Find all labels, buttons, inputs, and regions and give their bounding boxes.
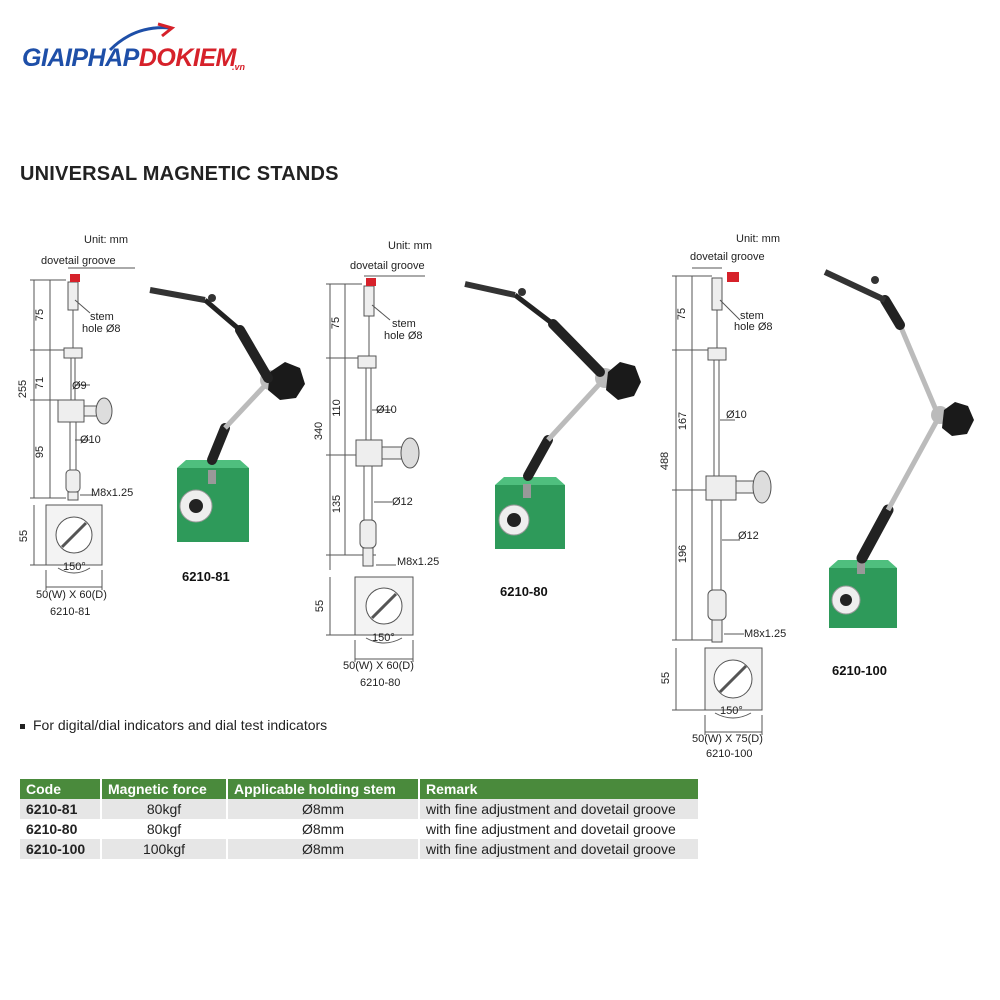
cell-remark: with fine adjustment and dovetail groove (419, 799, 700, 819)
unit-label: Unit: mm (388, 240, 432, 252)
dia-lower: Ø12 (738, 530, 759, 542)
col-header-holding-stem: Applicable holding stem (227, 779, 420, 799)
table-row: 6210-100 100kgf Ø8mm with fine adjustmen… (20, 839, 700, 859)
feature-bullet: For digital/dial indicators and dial tes… (20, 717, 327, 733)
cell-magnetic-force: 80kgf (101, 799, 228, 819)
dia-lower: Ø10 (80, 434, 101, 446)
product-code-6210-80: 6210-80 (500, 584, 548, 599)
table-row: 6210-80 80kgf Ø8mm with fine adjustment … (20, 819, 700, 839)
table-row: 6210-81 80kgf Ø8mm with fine adjustment … (20, 799, 700, 819)
col-header-magnetic-force: Magnetic force (101, 779, 228, 799)
cell-code: 6210-100 (20, 839, 102, 859)
logo-text: GIAIPHAPDOKIEM (22, 44, 236, 72)
size-label: 50(W) X 75(D) (692, 733, 763, 745)
stem-label: stem (392, 318, 416, 330)
stem-label: stem (90, 311, 114, 323)
dia-upper: Ø10 (726, 409, 747, 421)
angle-label: 150° (720, 705, 743, 717)
thread-label: M8x1.25 (91, 487, 134, 499)
hole-label: hole Ø8 (384, 330, 423, 342)
product-code-6210-81: 6210-81 (182, 569, 230, 584)
spec-table: Code Magnetic force Applicable holding s… (20, 779, 700, 859)
dovetail-label: dovetail groove (690, 251, 765, 263)
cell-holding-stem: Ø8mm (227, 799, 420, 819)
dovetail-label: dovetail groove (350, 260, 425, 272)
drawing-code-label: 6210-80 (360, 677, 401, 689)
logo-swoosh-icon (108, 22, 176, 52)
cell-code: 6210-80 (20, 819, 102, 839)
thread-label: M8x1.25 (397, 556, 440, 568)
logo[interactable]: GIAIPHAPDOKIEM (22, 44, 236, 73)
hole-label: hole Ø8 (734, 321, 773, 333)
angle-label: 150° (372, 632, 395, 644)
unit-label: Unit: mm (736, 233, 780, 245)
page-title: UNIVERSAL MAGNETIC STANDS (20, 163, 339, 185)
cell-holding-stem: Ø8mm (227, 819, 420, 839)
product-code-6210-100: 6210-100 (832, 663, 887, 678)
logo-suffix: .vn (232, 62, 246, 72)
cell-holding-stem: Ø8mm (227, 839, 420, 859)
drawing-code-label: 6210-81 (50, 606, 91, 618)
thread-label: M8x1.25 (744, 628, 787, 640)
cell-remark: with fine adjustment and dovetail groove (419, 839, 700, 859)
cell-code: 6210-81 (20, 799, 102, 819)
stem-label: stem (740, 310, 764, 322)
dia-lower: Ø12 (392, 496, 413, 508)
feature-bullet-text: For digital/dial indicators and dial tes… (33, 717, 328, 733)
dia-upper: Ø9 (72, 380, 87, 392)
hole-label: hole Ø8 (82, 323, 121, 335)
table-header-row: Code Magnetic force Applicable holding s… (20, 779, 700, 799)
dia-upper: Ø10 (376, 404, 397, 416)
cell-remark: with fine adjustment and dovetail groove (419, 819, 700, 839)
angle-label: 150° (63, 561, 86, 573)
drawing-code-label: 6210-100 (706, 748, 753, 760)
size-label: 50(W) X 60(D) (343, 660, 414, 672)
bullet-square-icon (20, 723, 25, 729)
unit-label: Unit: mm (84, 234, 128, 246)
cell-magnetic-force: 100kgf (101, 839, 228, 859)
size-label: 50(W) X 60(D) (36, 589, 107, 601)
col-header-code: Code (20, 779, 102, 799)
col-header-remark: Remark (419, 779, 700, 799)
cell-magnetic-force: 80kgf (101, 819, 228, 839)
dovetail-label: dovetail groove (41, 255, 116, 267)
